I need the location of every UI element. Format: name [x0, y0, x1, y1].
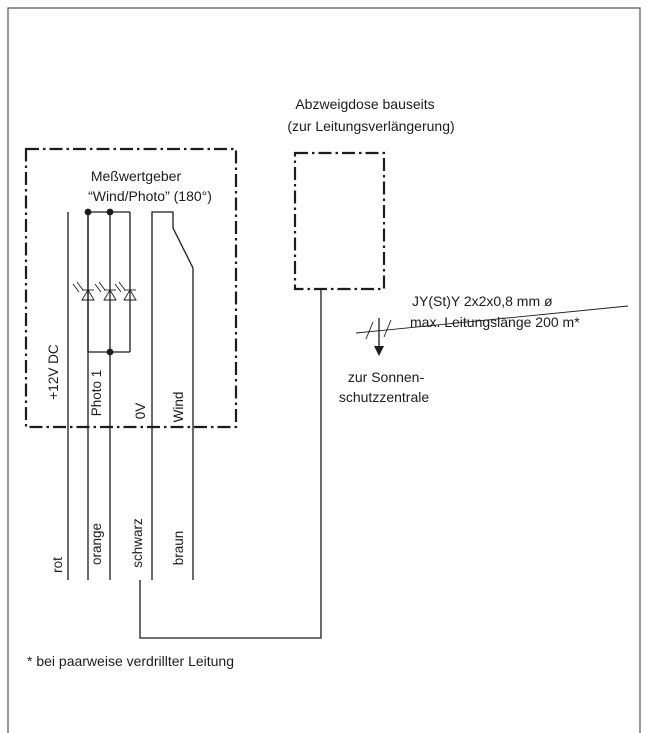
wire-label-schwarz: schwarz: [130, 518, 145, 568]
junction-box: Abzweigdose bauseits (zur Leitungsverlän…: [287, 96, 455, 291]
terminal-label-12v: +12V DC: [46, 344, 61, 399]
terminal-label-photo: Photo 1: [89, 370, 104, 417]
wire-label-orange: orange: [89, 523, 104, 565]
photodiode-2: [94, 281, 117, 301]
node-top-left: [84, 208, 92, 216]
node-bottom: [106, 348, 114, 356]
cable-spec: JY(St)Y 2x2x0,8 mm ø: [412, 293, 553, 309]
wind-contact-loop: [151, 211, 174, 580]
sensor-title-1: Meßwertgeber: [91, 168, 182, 184]
cable-slash-2: [383, 319, 392, 338]
cable-slash-1: [365, 321, 374, 340]
junction-box-title-2: (zur Leitungsverlängerung): [287, 118, 454, 134]
outgoing-cable-line: [355, 305, 629, 334]
photodiode-1: [72, 281, 95, 301]
photodiode-3: [114, 281, 137, 301]
wire-label-rot: rot: [50, 557, 65, 573]
junction-box-outline: [293, 151, 386, 291]
cable-to-junction-box: [139, 289, 322, 639]
arrow-head: [374, 346, 384, 356]
footnote: * bei paarweise verdrillter Leitung: [27, 653, 234, 669]
page-frame: [7, 7, 641, 733]
wind-switch-blade: [172, 227, 194, 269]
sensor-title-2: “Wind/Photo” (180°): [88, 188, 212, 204]
terminal-label-0v: 0V: [133, 403, 148, 420]
junction-box-title-1: Abzweigdose bauseits: [295, 96, 434, 112]
destination-label-1: zur Sonnen-: [348, 369, 425, 385]
terminal-label-wind: Wind: [171, 392, 186, 423]
sensor-outline: [24, 147, 238, 429]
node-top-right: [106, 208, 114, 216]
outgoing-cable: [355, 305, 629, 356]
wire-label-braun: braun: [171, 531, 186, 566]
sensor-unit: Meßwertgeber “Wind/Photo” (180°): [24, 147, 238, 580]
cable-max-length: max. Leitungslänge 200 m*: [410, 314, 580, 330]
destination-label-2: schutzzentrale: [339, 389, 429, 405]
